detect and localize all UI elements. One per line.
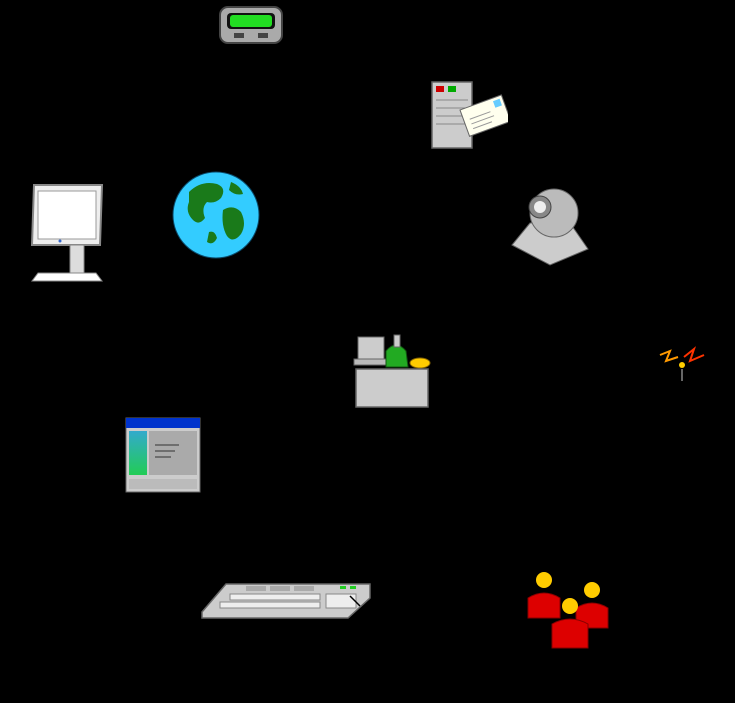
sharing-label: Współużytkowanie aplikacji: [84, 500, 254, 516]
email-server-icon: [430, 80, 508, 152]
email-label: Poczta e-mail: [412, 154, 497, 170]
keyboard-label: NZ: [240, 678, 259, 694]
netmeeting-label: NetMeeting: [636, 500, 708, 516]
pager-icon: [218, 5, 284, 45]
app-window-icon: [125, 417, 201, 493]
internet-label: Internet: [189, 262, 237, 278]
keyboard-icon: [200, 582, 372, 622]
groups-label: Grupy dyskusyjne: [500, 652, 612, 668]
monitor-icon: [30, 183, 106, 285]
globe-icon: [171, 170, 261, 260]
webcam-icon: [510, 183, 590, 267]
desk-phone-icon: [350, 333, 434, 409]
pager-label: Urządzenia stronicujące: [294, 15, 444, 31]
netmeeting-icon: [654, 335, 710, 387]
people-icon: [524, 568, 616, 650]
ozn-label: OZN: [368, 413, 398, 429]
webcam-label: Widok kamery: [590, 213, 679, 229]
